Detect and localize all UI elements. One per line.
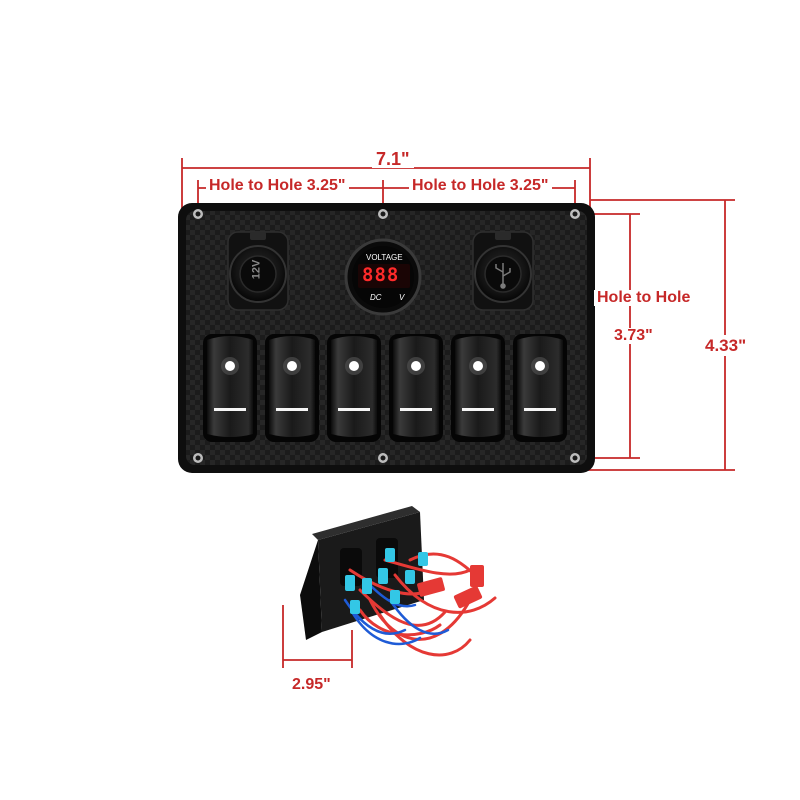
socket-12v-label: 12V <box>250 259 263 280</box>
usb-icon <box>495 263 511 289</box>
rocker-switch-2[interactable] <box>265 334 319 442</box>
voltmeter <box>344 238 422 316</box>
total-width-label: 7.1" <box>372 150 414 168</box>
voltmeter-unit-dc: DC <box>370 293 382 302</box>
cigarette-socket-12v <box>227 231 289 311</box>
rocker-switch-3[interactable] <box>327 334 381 442</box>
voltmeter-unit-v: V <box>399 293 405 302</box>
mounting-holes <box>193 209 580 463</box>
total-height-label: 4.33" <box>702 335 750 356</box>
rocker-switches <box>203 334 567 442</box>
hole-to-hole-right-label: Hole to Hole 3.25" <box>409 178 552 194</box>
hole-to-hole-vertical-value: 3.73" <box>611 328 656 344</box>
hole-to-hole-left-label: Hole to Hole 3.25" <box>206 178 349 194</box>
rocker-switch-6[interactable] <box>513 334 567 442</box>
rocker-switch-1[interactable] <box>203 334 257 442</box>
depth-label: 2.95" <box>289 677 334 693</box>
blue-wires <box>343 583 450 646</box>
hole-to-hole-vertical-label: Hole to Hole <box>594 290 694 306</box>
spade-connectors <box>345 548 428 614</box>
usb-socket <box>472 231 534 311</box>
side-view-wiring <box>300 506 497 657</box>
voltmeter-title: VOLTAGE <box>366 253 403 262</box>
switch-panel <box>178 203 595 473</box>
rocker-switch-5[interactable] <box>451 334 505 442</box>
rocker-switch-4[interactable] <box>389 334 443 442</box>
fuse-holders <box>417 565 484 609</box>
voltmeter-reading: 888 <box>362 264 400 286</box>
